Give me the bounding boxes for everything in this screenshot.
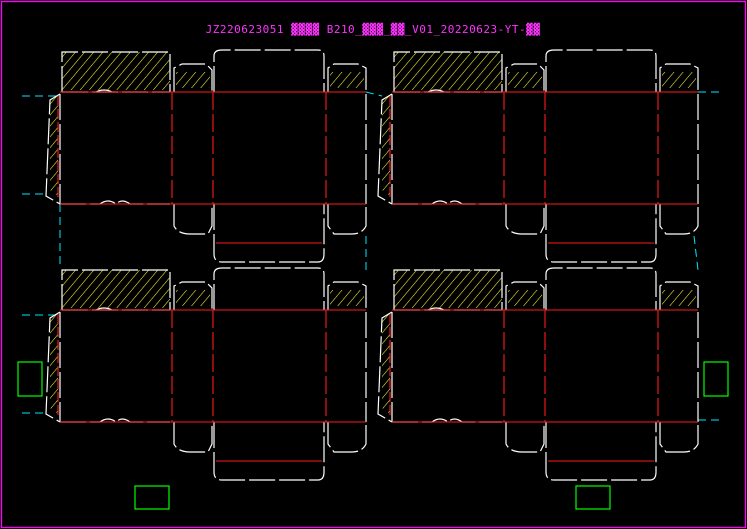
box-layout-top-left: [45, 49, 367, 263]
registration-marks: [17, 361, 729, 510]
box-layout-bottom-left: [45, 267, 367, 481]
registration-mark-left: [17, 361, 43, 397]
drawing-title: JZ220623051 ▓▓▓▓ B210_▓▓▓_▓▓_V01_2022062…: [206, 22, 541, 36]
registration-mark-right: [703, 361, 729, 397]
bleed-lines: [22, 91, 724, 421]
registration-mark-bottom-left: [134, 485, 170, 510]
box-layout-top-right: [377, 49, 699, 263]
registration-mark-bottom-right: [575, 485, 611, 510]
box-layout-bottom-right: [377, 267, 699, 481]
